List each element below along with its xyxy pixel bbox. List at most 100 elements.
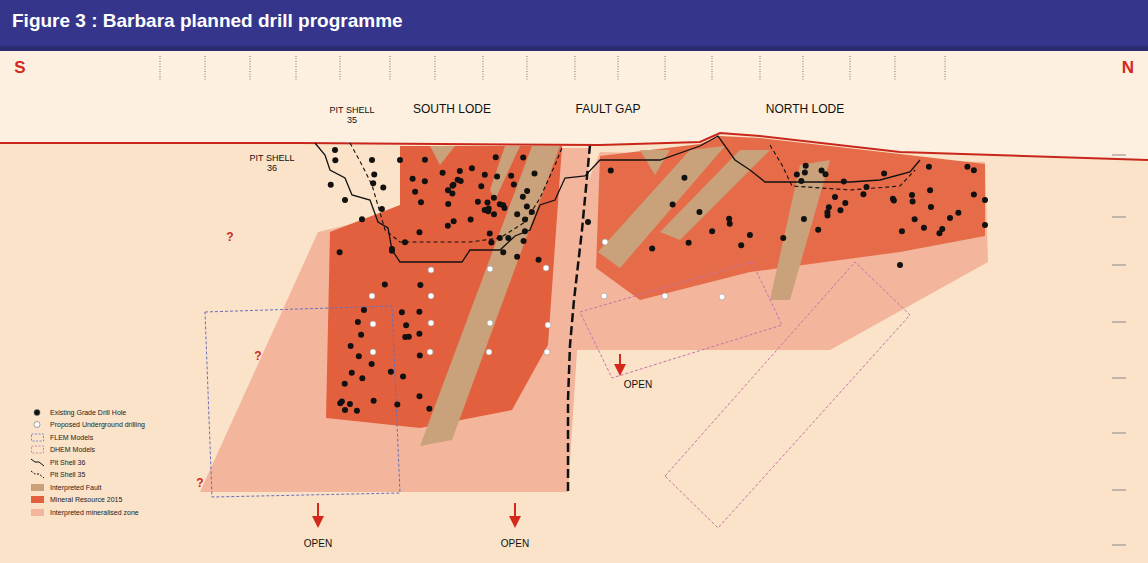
legend-sample [30, 444, 46, 455]
depth-tick [1112, 490, 1126, 491]
existing-drill-hole [402, 239, 408, 245]
existing-drill-hole [832, 194, 838, 200]
proposed-drill-hole [428, 293, 434, 299]
existing-drill-hole [482, 207, 488, 213]
existing-drill-hole [520, 154, 526, 160]
existing-drill-hole [819, 167, 825, 173]
section-ground [0, 46, 1148, 563]
existing-drill-hole [412, 189, 418, 195]
proposed-drill-hole [601, 293, 607, 299]
existing-drill-hole [347, 401, 353, 407]
pit-shell-35 [350, 143, 562, 242]
existing-drill-hole [971, 192, 977, 198]
existing-drill-hole [926, 164, 932, 170]
proposed-drill-hole [370, 321, 376, 327]
proposed-drill-hole [487, 266, 493, 272]
existing-drill-hole [955, 210, 961, 216]
existing-drill-hole [928, 204, 934, 210]
subsurface [0, 133, 1148, 563]
existing-drill-hole [536, 257, 542, 263]
existing-drill-hole [524, 188, 530, 194]
existing-drill-hole [670, 202, 676, 208]
fault-band [430, 146, 455, 165]
existing-drill-hole [358, 332, 364, 338]
proposed-drill-hole [719, 294, 725, 300]
legend-text: Pit Shell 35 [50, 471, 85, 478]
legend-row: Interpreted Fault [30, 481, 145, 494]
existing-drill-hole [794, 172, 800, 178]
existing-drill-hole [899, 228, 905, 234]
existing-drill-hole [910, 199, 916, 205]
existing-drill-hole [780, 235, 786, 241]
depth-tick [1112, 433, 1126, 434]
topographic-surface [0, 133, 1148, 160]
main-fault [568, 145, 590, 492]
existing-drill-hole [497, 235, 503, 241]
existing-drill-hole [522, 216, 528, 222]
grid-tick [483, 56, 484, 80]
open-label: OPEN [304, 538, 332, 549]
existing-drill-hole [451, 218, 457, 224]
existing-drill-hole [897, 262, 903, 268]
lode-label: SOUTH LODE [413, 103, 491, 116]
open-arrow [514, 503, 516, 522]
legend-sample [30, 407, 46, 418]
existing-drill-hole [912, 216, 918, 222]
legend-text: Proposed Underground drilling [50, 421, 145, 428]
grid-tick [618, 56, 619, 80]
proposed-drill-hole [543, 265, 549, 271]
existing-drill-hole [445, 187, 451, 193]
existing-drill-hole [342, 197, 348, 203]
grid-tick [850, 56, 851, 80]
existing-drill-hole [417, 352, 423, 358]
existing-drill-hole [841, 179, 847, 185]
existing-drill-hole [371, 398, 377, 404]
open-label: OPEN [501, 538, 529, 549]
legend-row: DHEM Models [30, 444, 145, 457]
grid-tick [390, 56, 391, 80]
existing-drill-hole [738, 242, 744, 248]
existing-drill-hole [332, 157, 338, 163]
existing-drill-hole [416, 309, 422, 315]
existing-drill-hole [445, 223, 451, 229]
dhem-model [580, 262, 782, 378]
existing-drill-hole [440, 170, 446, 176]
proposed-drill-hole [428, 320, 434, 326]
existing-drill-hole [379, 206, 385, 212]
grid-tick [760, 56, 761, 80]
grid-tick [340, 56, 341, 80]
existing-drill-hole [478, 183, 484, 189]
existing-drill-hole [416, 331, 422, 337]
proposed-drill-hole [662, 293, 668, 299]
existing-drill-hole [971, 167, 977, 173]
existing-drill-hole [488, 240, 494, 246]
existing-drill-hole [487, 230, 493, 236]
existing-drill-hole [337, 249, 343, 255]
existing-drill-hole [686, 240, 692, 246]
pit-shell-label: PIT SHELL 36 [248, 154, 296, 174]
existing-drill-hole [397, 157, 403, 163]
grid-tick [250, 56, 251, 80]
existing-drill-hole [380, 185, 386, 191]
pit-shell-label: PIT SHELL 35 [328, 106, 376, 126]
existing-drill-hole [388, 369, 394, 375]
existing-drill-hole [514, 211, 520, 217]
fault-band [490, 146, 520, 200]
existing-drill-hole [511, 182, 517, 188]
existing-drill-hole [522, 228, 528, 234]
existing-drill-hole [342, 381, 348, 387]
existing-drill-hole [824, 209, 830, 215]
existing-drill-hole [468, 217, 474, 223]
existing-drill-hole [826, 204, 832, 210]
grid-tick [575, 56, 576, 80]
existing-drill-hole [356, 353, 362, 359]
existing-drill-hole [475, 199, 481, 205]
existing-drill-hole [842, 200, 848, 206]
proposed-drill-hole [369, 293, 375, 299]
compass-south: S [14, 59, 25, 78]
existing-drill-hole [909, 192, 915, 198]
existing-drill-hole [348, 343, 354, 349]
grid-tick [712, 56, 713, 80]
existing-drill-hole [860, 191, 866, 197]
existing-drill-hole [332, 147, 338, 153]
